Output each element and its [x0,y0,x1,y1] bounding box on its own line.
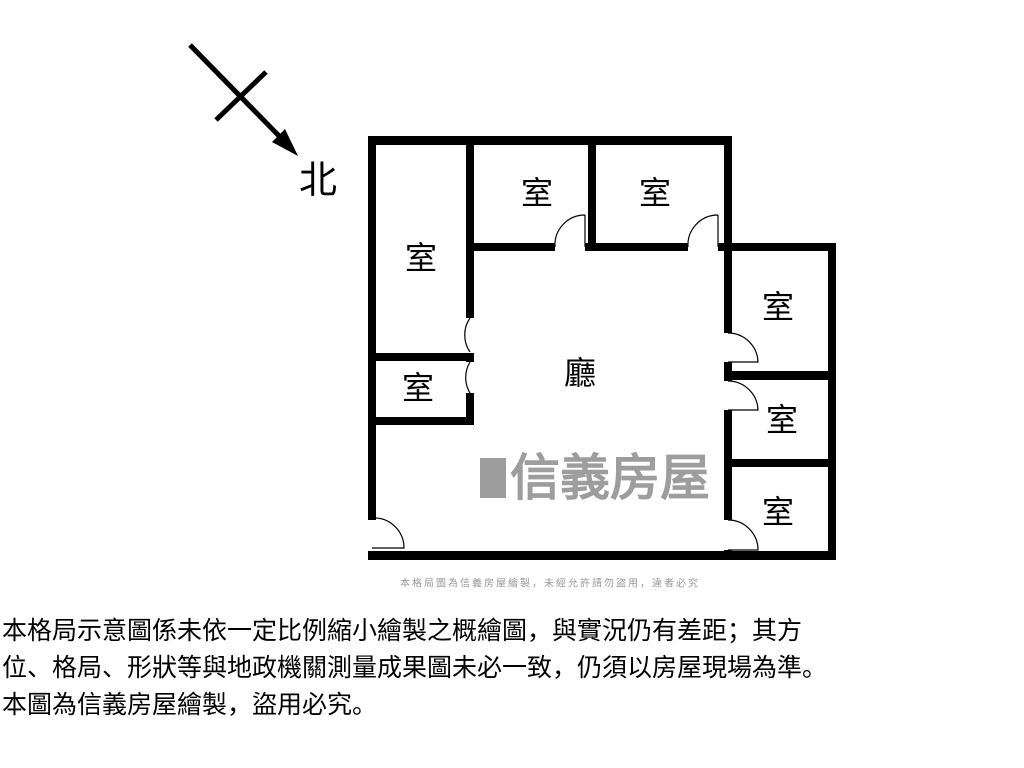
room-label: 室 [402,369,434,407]
disclaimer: 本格局示意圖係未依一定比例縮小繪製之概繪圖，與實況仍有差距；其方 位、格局、形狀… [2,612,1024,723]
room-label: 室 [762,493,794,531]
disclaimer-line: 本格局示意圖係未依一定比例縮小繪製之概繪圖，與實況仍有差距；其方 [2,616,803,645]
living-room-label: 廳 [564,354,596,392]
watermark: 信義房屋 本格局圖為信義房屋繪製，未經允許請勿盜用，違者必究 [400,449,710,590]
room-label: 室 [639,174,671,212]
watermark-logo [480,458,506,498]
north-label: 北 [299,158,337,202]
doors [371,214,759,551]
room-labels: 室 室 室 室 室 室 室 廳 [402,174,798,531]
disclaimer-line: 位、格局、形狀等與地政機關測量成果圖未必一致，仍須以房屋現場為準。 [2,653,828,682]
watermark-notice: 本格局圖為信義房屋繪製，未經允許請勿盜用，違者必究 [400,577,700,590]
disclaimer-line: 本圖為信義房屋繪製，盜用必究。 [2,690,378,719]
room-label: 室 [762,288,794,326]
room-label: 室 [405,239,437,277]
room-label: 室 [766,401,798,439]
watermark-brand: 信義房屋 [510,449,710,507]
walls [368,136,836,560]
north-arrow [188,43,298,156]
room-label: 室 [521,174,553,212]
